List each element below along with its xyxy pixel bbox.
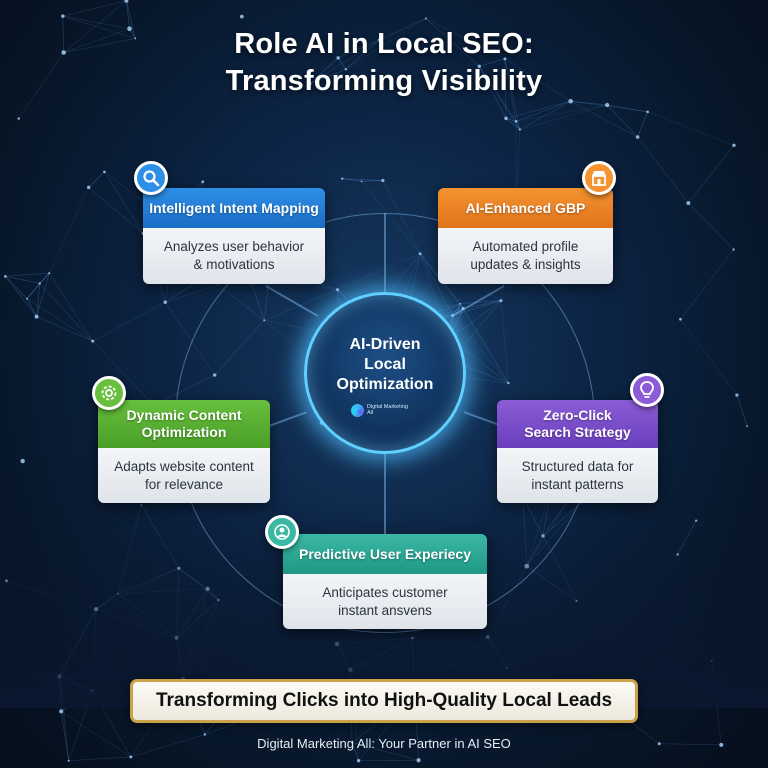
brand-logo-icon [351, 403, 364, 417]
hub-logo: Digital Marketing All [351, 403, 421, 417]
storefront-icon [582, 161, 616, 195]
card-body: Anticipates customer instant ansvens [283, 574, 487, 629]
footer-text: Digital Marketing All: Your Partner in A… [257, 736, 511, 751]
card-heading: Intelligent Intent Mapping [143, 188, 325, 228]
lightbulb-icon [630, 373, 664, 407]
card-body: Automated profile updates & insights [438, 228, 613, 284]
card-predictive-experience: Predictive User Experiecy Anticipates cu… [265, 515, 487, 629]
card-heading: Zero-Click Search Strategy [497, 400, 658, 448]
connector-spoke [384, 213, 386, 293]
card-zero-click: Zero-Click Search Strategy Structured da… [497, 373, 664, 503]
hub-title: AI-Driven Local Optimization [336, 336, 434, 393]
card-body: Structured data for instant patterns [497, 448, 658, 503]
card-heading: Predictive User Experiecy [283, 534, 487, 574]
search-icon [134, 161, 168, 195]
central-hub: AI-Driven Local Optimization Digital Mar… [304, 292, 466, 454]
card-body: Adapts website content for relevance [98, 448, 270, 503]
card-intent-mapping: Intelligent Intent Mapping Analyzes user… [134, 161, 325, 284]
card-body: Analyzes user behavior & motivations [143, 228, 325, 284]
card-enhanced-gbp: AI-Enhanced GBP Automated profile update… [438, 161, 616, 284]
card-heading: Dynamic Content Optimization [98, 400, 270, 448]
connector-spoke [384, 454, 386, 534]
page-title: Role AI in Local SEO: Transforming Visib… [225, 28, 543, 97]
user-target-icon [265, 515, 299, 549]
tagline-banner: Transforming Clicks into High-Quality Lo… [130, 679, 638, 723]
hub-logo-text: Digital Marketing All [367, 404, 408, 416]
gear-icon [92, 376, 126, 410]
card-heading: AI-Enhanced GBP [438, 188, 613, 228]
card-dynamic-content: Dynamic Content Optimization Adapts webs… [92, 376, 270, 503]
